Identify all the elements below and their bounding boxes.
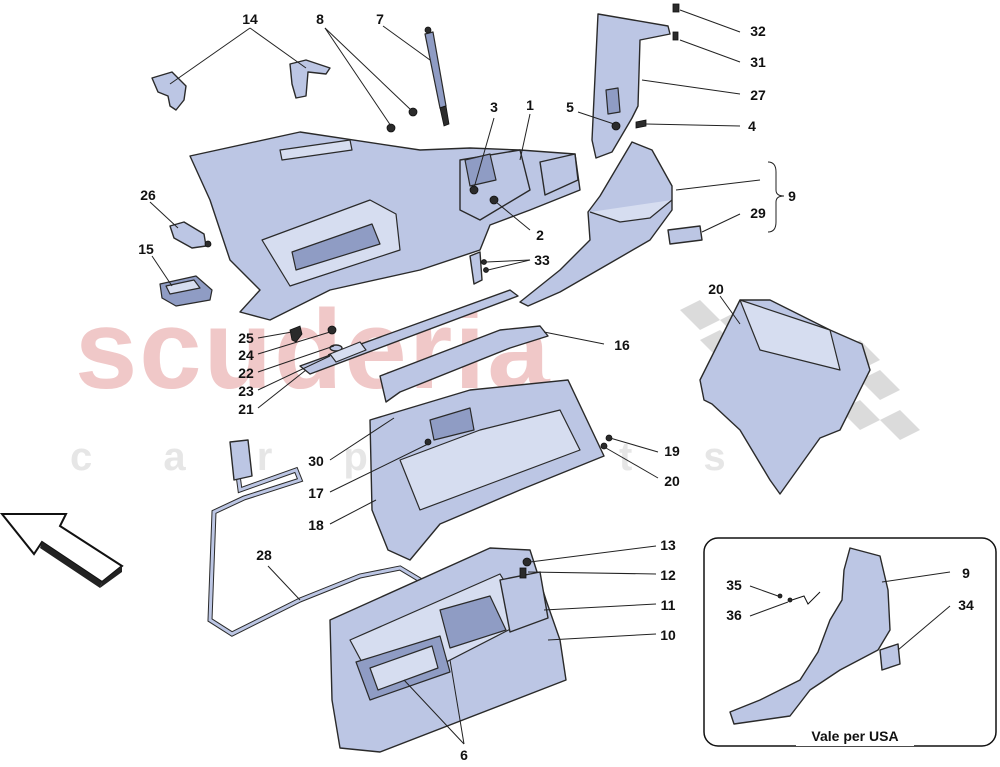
part-2-3-fasteners <box>469 185 499 205</box>
callout-3: 3 <box>490 99 498 115</box>
callout-6: 6 <box>460 747 468 763</box>
callout-21: 20 <box>708 281 724 297</box>
callout-10: 10 <box>660 627 676 643</box>
callout-9-inset: 9 <box>962 565 970 581</box>
callout-25: 24 <box>238 347 254 363</box>
part-29-cable <box>207 439 442 637</box>
inset-usa-variant: Vale per USA <box>703 537 997 747</box>
callout-4: 4 <box>748 118 756 134</box>
part-6-handle <box>355 635 451 701</box>
inset-caption: Vale per USA <box>811 728 898 744</box>
callout-16: 16 <box>614 337 630 353</box>
part-11-latch <box>439 571 549 649</box>
callout-19: 19 <box>664 443 680 459</box>
part-22-to-26-fasteners <box>289 325 343 359</box>
callout-5: 5 <box>566 99 574 115</box>
callout-1: 1 <box>526 97 534 113</box>
callout-33: 32 <box>750 23 766 39</box>
leader-lines <box>149 9 951 745</box>
callout-20: 20 <box>664 473 680 489</box>
callout-36: 35 <box>726 577 742 593</box>
callout-31: 30 <box>308 453 324 469</box>
part-28-bracket <box>591 13 671 159</box>
callout-23: 22 <box>238 365 254 381</box>
callout-17: 17 <box>308 485 324 501</box>
arrow-icon <box>0 513 124 588</box>
part-18-glovebox-bin <box>369 379 605 561</box>
callout-18: 18 <box>308 517 324 533</box>
callout-12: 12 <box>660 567 676 583</box>
callout-labels: 14 8 7 3 1 5 2 32 31 27 4 9 29 33 26 15 … <box>138 11 974 763</box>
part-1-glovebox-housing <box>189 131 581 321</box>
callout-37: 36 <box>726 607 742 623</box>
callout-32: 31 <box>750 54 766 70</box>
callout-27: 26 <box>140 187 156 203</box>
callout-15: 15 <box>138 241 154 257</box>
callout-29: 28 <box>256 547 272 563</box>
part-15-connector <box>159 275 213 307</box>
callout-2: 2 <box>536 227 544 243</box>
part-16-rail <box>379 325 549 403</box>
callout-26: 25 <box>238 330 254 346</box>
callout-9: 9 <box>788 188 796 204</box>
callout-11: 11 <box>661 597 676 613</box>
part-17-19-20-31-fasteners <box>424 434 613 450</box>
part-22-rail <box>299 289 519 375</box>
callout-34: 33 <box>534 252 550 268</box>
callout-13: 13 <box>660 537 676 553</box>
part-30-clip <box>667 225 703 245</box>
callout-7: 7 <box>376 11 384 27</box>
callout-24: 23 <box>238 383 254 399</box>
part-34-bracket <box>469 251 489 285</box>
part-14-brackets <box>151 59 331 111</box>
callout-8: 8 <box>316 11 324 27</box>
callout-28: 27 <box>750 87 766 103</box>
callout-22: 21 <box>238 401 254 417</box>
part-7-gas-strut <box>424 26 450 127</box>
part-8-nuts <box>386 107 418 133</box>
part-9-side-trim <box>519 141 673 307</box>
part-27-switch <box>169 221 212 249</box>
part-21-panel <box>699 299 871 495</box>
callout-30: 29 <box>750 205 766 221</box>
callout-35: 34 <box>958 597 974 613</box>
callout-14: 14 <box>242 11 258 27</box>
